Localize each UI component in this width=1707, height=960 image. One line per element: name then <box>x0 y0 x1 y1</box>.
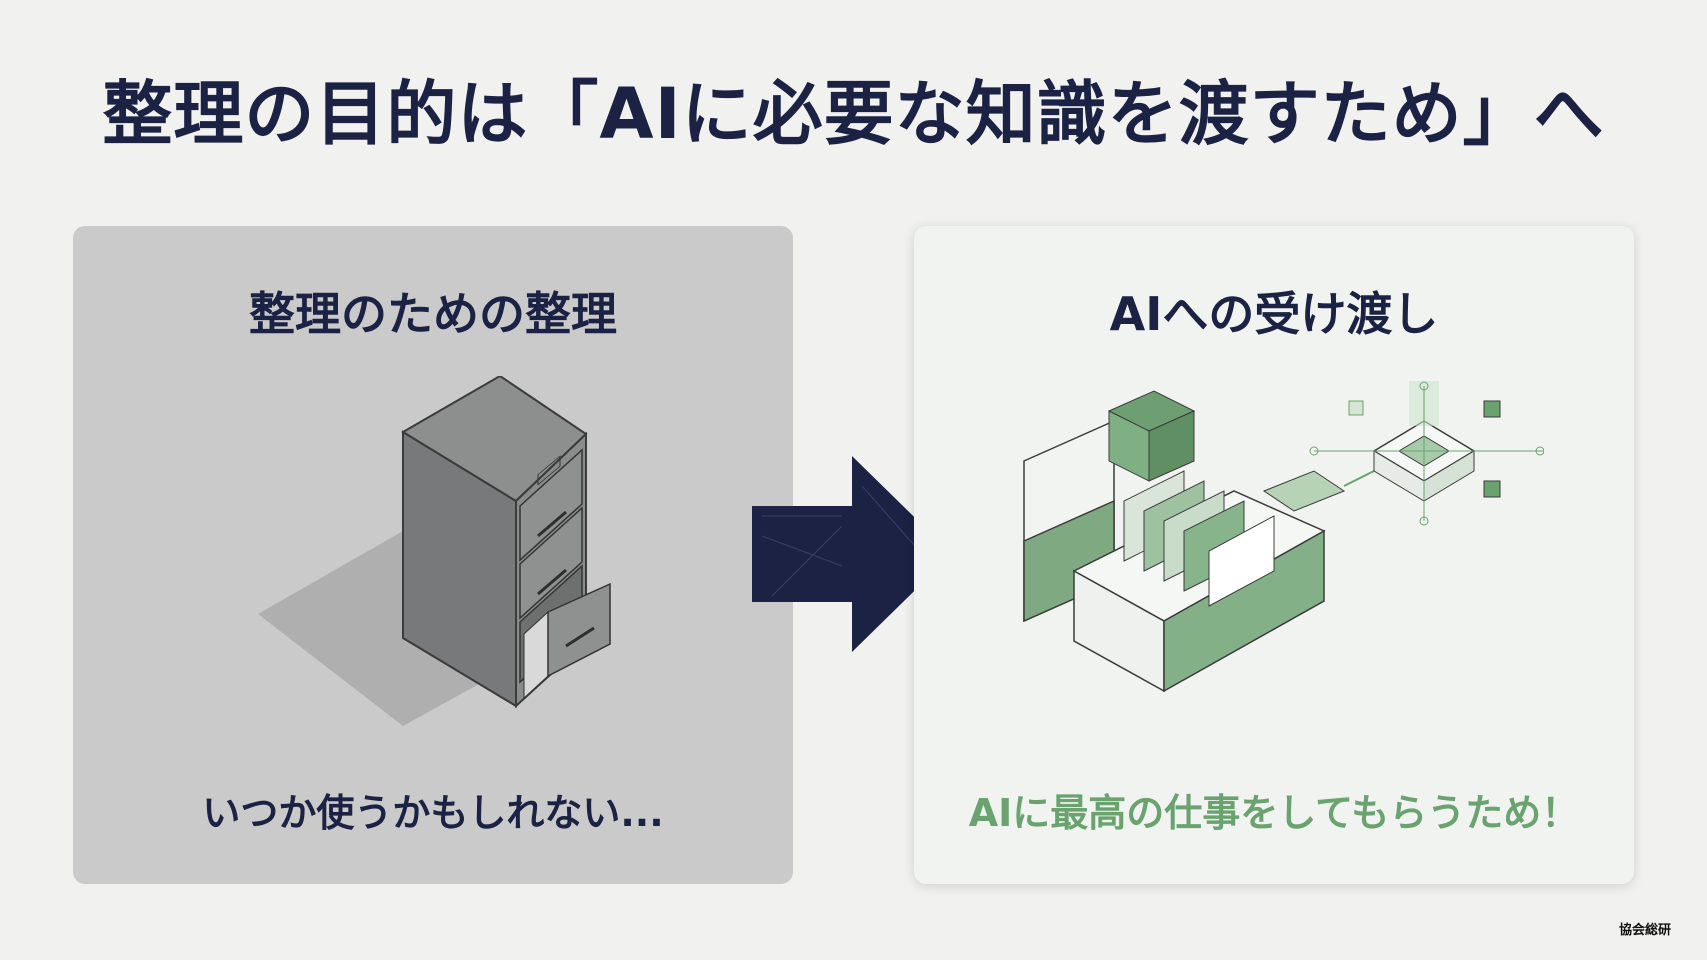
footer-logo: 協会総研 <box>1618 923 1671 938</box>
left-panel: 整理のための整理 いつか使うかもしれない... <box>73 226 793 884</box>
slide-title: 整理の目的は「AIに必要な知識を渡すため」へ <box>102 73 1605 155</box>
filing-cabinet-icon <box>258 376 611 726</box>
left-panel-heading: 整理のための整理 <box>249 287 617 341</box>
right-panel-caption: AIに最高の仕事をしてもらうため！ <box>968 791 1580 835</box>
left-panel-caption: いつか使うかもしれない... <box>202 791 664 835</box>
organized-data-to-chip-icon <box>1023 381 1544 693</box>
right-panel-heading: AIへの受け渡し <box>1109 287 1439 341</box>
right-arrow-icon <box>752 456 952 652</box>
right-panel: AIへの受け渡し <box>914 226 1634 884</box>
